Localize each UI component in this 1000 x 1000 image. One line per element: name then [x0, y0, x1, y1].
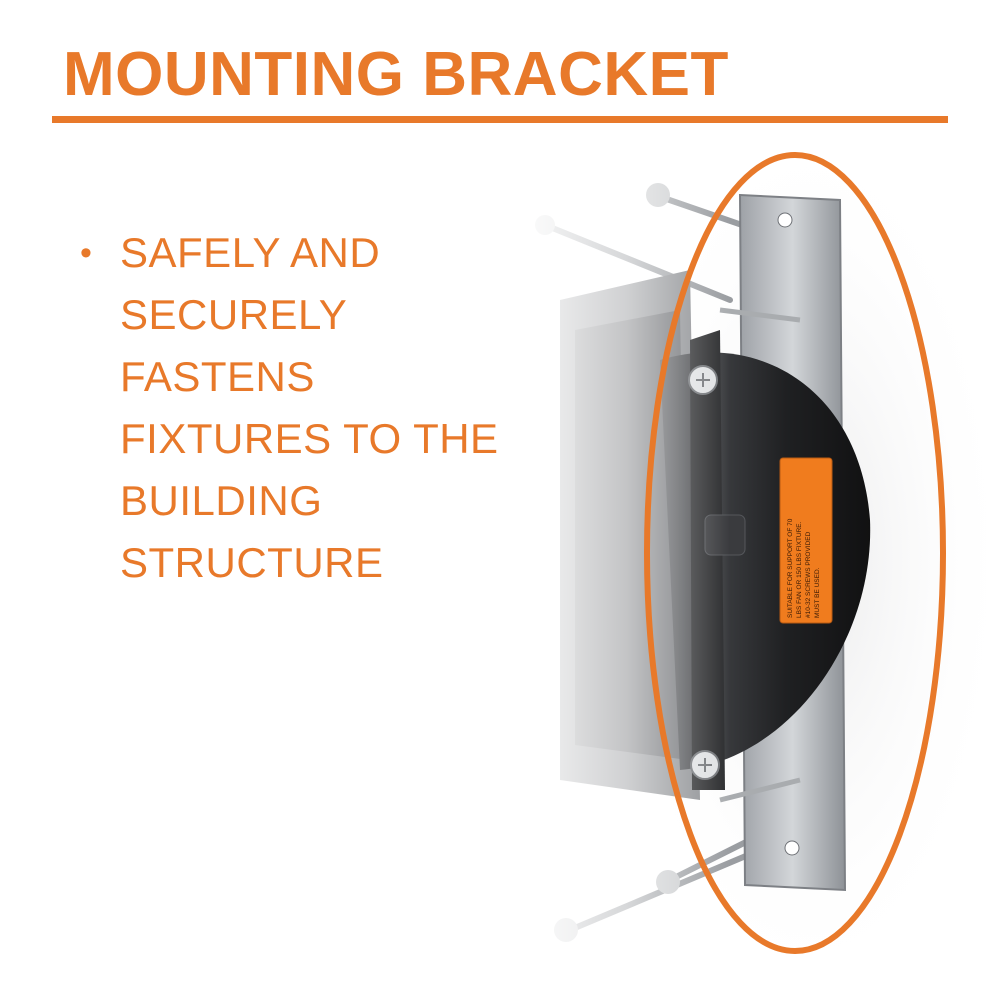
feature-text: SAFELY AND SECURELY FASTENS FIXTURES TO … — [120, 229, 499, 586]
svg-text:#10-32 SCREWS PROVIDED: #10-32 SCREWS PROVIDED — [805, 531, 812, 618]
bullet-dot-icon: • — [80, 234, 93, 272]
title-divider — [52, 116, 948, 123]
svg-text:MUST BE USED.: MUST BE USED. — [814, 567, 821, 618]
mounting-bracket-image: SUITABLE FOR SUPPORT OF 70 LBS FAN OR 15… — [500, 150, 1000, 1000]
page-title: MOUNTING BRACKET — [63, 40, 729, 109]
feature-item: • SAFELY AND SECURELY FASTENS FIXTURES T… — [80, 222, 540, 594]
warning-label-text: SUITABLE FOR SUPPORT OF 70 — [787, 518, 794, 618]
warning-label: SUITABLE FOR SUPPORT OF 70 LBS FAN OR 15… — [779, 457, 833, 624]
highlight-ring — [644, 152, 946, 954]
svg-text:LBS FAN OR 150 LBS FIXTURE.: LBS FAN OR 150 LBS FIXTURE. — [796, 521, 803, 618]
feature-list: • SAFELY AND SECURELY FASTENS FIXTURES T… — [80, 222, 540, 594]
